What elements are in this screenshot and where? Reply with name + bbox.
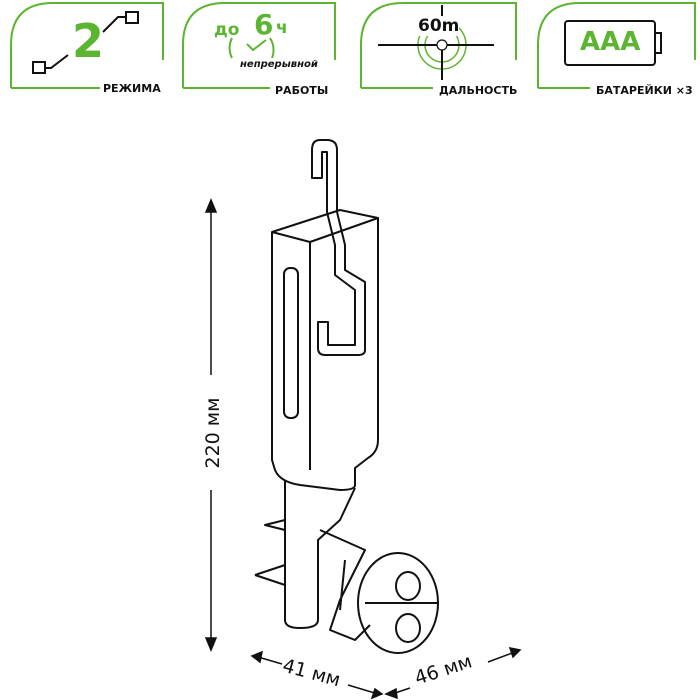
lamp-head (319, 529, 371, 641)
battery-label: БАТАРЕЙКИ ×3 (593, 84, 696, 97)
feature-card-range: 60m ДАЛЬНОСТЬ (358, 0, 523, 100)
runtime-unit: ч (276, 18, 288, 38)
feature-card-modes: 2 РЕЖИМА (8, 0, 173, 100)
clock-icon (228, 37, 275, 59)
feature-card-battery: AAA БАТАРЕЙКИ ×3 (535, 0, 700, 100)
runtime-value: 6 (254, 8, 274, 41)
range-label: ДАЛЬНОСТЬ (436, 84, 521, 97)
hook (311, 139, 338, 212)
feature-card-runtime: до 6 ч непрерывной РАБОТЫ (180, 0, 345, 100)
modes-label: РЕЖИМА (100, 82, 164, 95)
lamp-body (271, 217, 379, 491)
mode-switch-icon (32, 11, 139, 74)
battery-icon (564, 20, 662, 66)
range-value: 60m (418, 16, 460, 36)
height-dimension-label: 220 мм (202, 397, 224, 469)
runtime-sub: непрерывной (240, 59, 318, 70)
runtime-label: РАБОТЫ (272, 84, 332, 97)
battery-value: AAA (580, 27, 641, 57)
modes-value: 2 (72, 14, 105, 68)
height-dimension-line (204, 198, 218, 652)
lamp-neck (284, 480, 356, 629)
width-dimension-line (250, 647, 522, 700)
runtime-prefix: до (214, 20, 240, 40)
